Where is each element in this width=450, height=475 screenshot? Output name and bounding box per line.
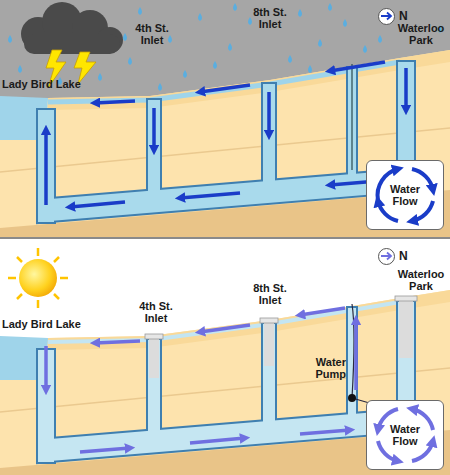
- compass-arrow: [379, 9, 393, 23]
- place-label: 8th St. Inlet: [244, 6, 296, 30]
- compass-rose: N: [378, 248, 395, 265]
- place-label: Lady Bird Lake: [2, 78, 102, 90]
- place-label: Lady Bird Lake: [2, 318, 102, 330]
- place-label: Water Pump: [290, 356, 346, 380]
- legend-box: Water Flow: [366, 400, 444, 470]
- north-label: N: [399, 249, 408, 263]
- compass-arrow: [379, 249, 393, 263]
- legend-title: Water Flow: [385, 183, 425, 207]
- place-label: Waterloo Park: [392, 22, 450, 46]
- north-label: N: [399, 9, 408, 23]
- legend-box: Water Flow: [366, 160, 444, 230]
- storm-panel: [0, 0, 450, 237]
- place-label: 4th St. Inlet: [130, 300, 182, 324]
- legend-title: Water Flow: [385, 423, 425, 447]
- place-label: Waterloo Park: [392, 268, 450, 292]
- place-label: 4th St. Inlet: [126, 22, 178, 46]
- compass-rose: N: [378, 8, 395, 25]
- dry-panel: [0, 240, 450, 475]
- place-label: 8th St. Inlet: [244, 282, 296, 306]
